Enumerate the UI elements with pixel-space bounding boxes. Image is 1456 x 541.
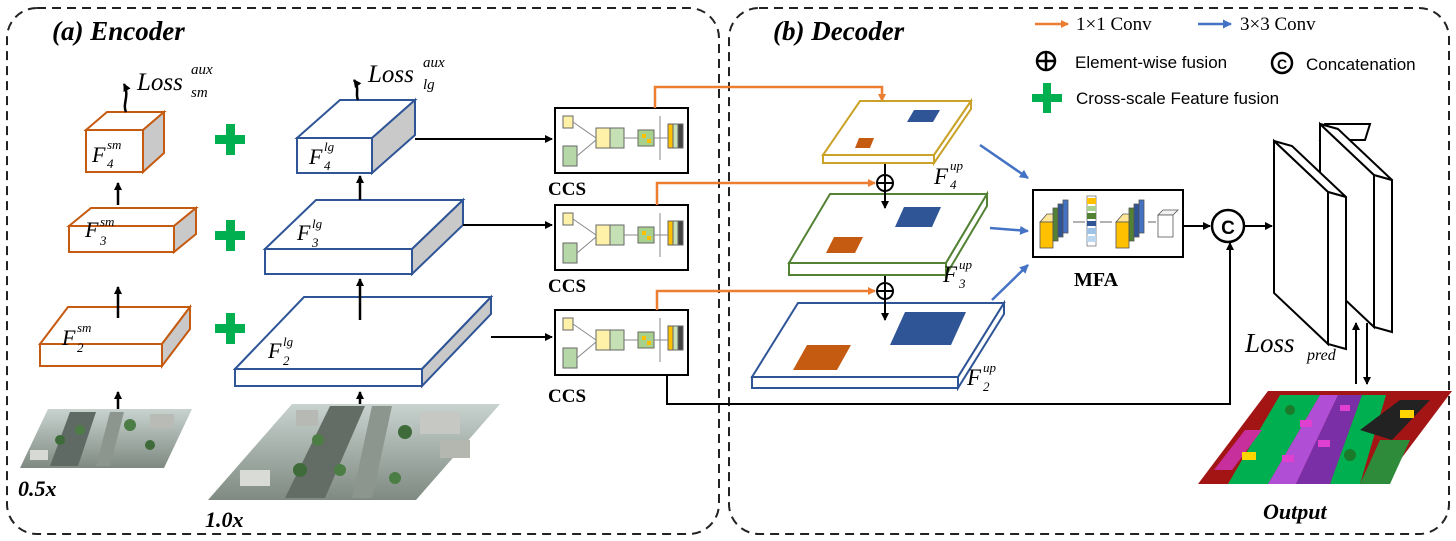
f3-up-block (787, 190, 989, 279)
f3-sm-label: F sm 3 (84, 214, 114, 248)
legend: 1×1 Conv 3×3 Conv Element-wise fusion C … (1032, 14, 1416, 113)
f3-sm-block (66, 205, 199, 255)
f2-sm-block (37, 304, 193, 369)
encoder-panel (6, 7, 720, 535)
fusion-icon-upper (876, 174, 894, 192)
ccs-label-3: CCS (548, 276, 586, 297)
f4-lg-block (294, 97, 418, 176)
svg-text:sm: sm (100, 214, 114, 229)
svg-text:F: F (91, 142, 106, 167)
loss-sm-label: Loss aux sm (136, 62, 213, 101)
f2-lg-block (232, 294, 494, 389)
legend-conv3-label: 3×3 Conv (1240, 14, 1316, 35)
svg-text:C: C (1277, 56, 1287, 72)
f3-up-label: F up 3 (942, 257, 973, 291)
svg-text:F: F (966, 365, 982, 390)
output-feature-slab-1 (1273, 138, 1347, 351)
legend-conv1-label: 1×1 Conv (1076, 14, 1152, 35)
svg-text:3: 3 (99, 233, 107, 248)
svg-text:lg: lg (324, 139, 335, 154)
f4-up-label: F up 4 (933, 158, 964, 192)
f3-lg-label: F lg 3 (296, 216, 323, 250)
decoder-title: (b) Decoder (773, 16, 905, 46)
input-image-small (20, 409, 192, 468)
svg-text:F: F (61, 325, 76, 350)
svg-text:F: F (933, 164, 949, 189)
f4-sm-label: F sm 4 (91, 137, 121, 171)
sm-feature-stack (37, 83, 199, 432)
svg-text:lg: lg (423, 77, 435, 93)
f3-lg-block (262, 197, 466, 277)
svg-text:2: 2 (77, 340, 84, 355)
svg-text:F: F (267, 338, 282, 363)
svg-text:F: F (308, 144, 323, 169)
svg-text:3: 3 (311, 235, 319, 250)
decoder-panel (728, 7, 1450, 535)
fusion-icon-lower (876, 282, 894, 300)
svg-text:sm: sm (191, 85, 208, 101)
svg-text:sm: sm (107, 137, 121, 152)
svg-text:F: F (296, 220, 311, 245)
fusion-icon (1035, 50, 1057, 72)
ccs-module-2 (554, 309, 689, 376)
svg-text:up: up (983, 360, 997, 375)
legend-cross-label: Cross-scale Feature fusion (1076, 89, 1279, 108)
encoder-title: (a) Encoder (52, 16, 185, 46)
svg-text:aux: aux (423, 55, 445, 71)
svg-text:Loss: Loss (1244, 328, 1295, 358)
legend-concat-label: Concatenation (1306, 55, 1416, 74)
svg-text:Loss: Loss (367, 61, 414, 88)
f4-sm-block (83, 109, 167, 175)
f2-lg-label: F lg 2 (267, 334, 294, 368)
svg-text:C: C (1221, 218, 1235, 239)
svg-text:lg: lg (312, 216, 323, 231)
mfa-module (1032, 189, 1184, 258)
f2-sm-label: F sm 2 (61, 320, 91, 355)
svg-text:2: 2 (983, 379, 990, 394)
scale-small-label: 0.5x (18, 476, 57, 501)
svg-text:4: 4 (107, 156, 114, 171)
lg-feature-stack (232, 79, 494, 432)
f2-up-label: F up 2 (966, 360, 997, 394)
svg-text:pred: pred (1306, 347, 1337, 364)
svg-text:2: 2 (283, 353, 290, 368)
legend-fusion-label: Element-wise fusion (1075, 53, 1227, 72)
ccs-module-3 (554, 204, 689, 271)
cross-fusion-plus-4 (215, 124, 245, 155)
f2-up-block (750, 299, 1006, 392)
svg-text:4: 4 (950, 177, 957, 192)
svg-text:Loss: Loss (136, 69, 183, 96)
svg-text:up: up (950, 158, 964, 173)
loss-lg-label: Loss aux lg (367, 55, 445, 93)
svg-text:F: F (84, 217, 99, 242)
svg-text:F: F (942, 262, 958, 287)
output-segmentation-map (1198, 391, 1452, 484)
ccs-label-2: CCS (548, 386, 586, 407)
ccs-module-4 (554, 107, 689, 174)
svg-text:aux: aux (191, 62, 213, 78)
svg-text:lg: lg (283, 334, 294, 349)
input-image-large (208, 404, 500, 500)
svg-text:up: up (959, 257, 973, 272)
scale-large-label: 1.0x (205, 507, 244, 532)
cross-fusion-plus-3 (215, 220, 245, 251)
ccs-label-4: CCS (548, 179, 586, 200)
svg-text:4: 4 (324, 158, 331, 173)
concat-icon: C (1270, 51, 1294, 75)
cross-fusion-icon (1032, 83, 1062, 113)
f4-lg-label: F lg 4 (308, 139, 335, 173)
svg-text:sm: sm (77, 320, 91, 335)
output-label: Output (1263, 499, 1327, 524)
cross-fusion-plus-2 (215, 313, 245, 344)
mfa-label: MFA (1074, 269, 1119, 291)
f4-up-block (821, 97, 973, 167)
concat-node: C (1210, 208, 1246, 244)
loss-pred-label: Loss pred (1244, 328, 1337, 364)
svg-text:3: 3 (958, 276, 966, 291)
